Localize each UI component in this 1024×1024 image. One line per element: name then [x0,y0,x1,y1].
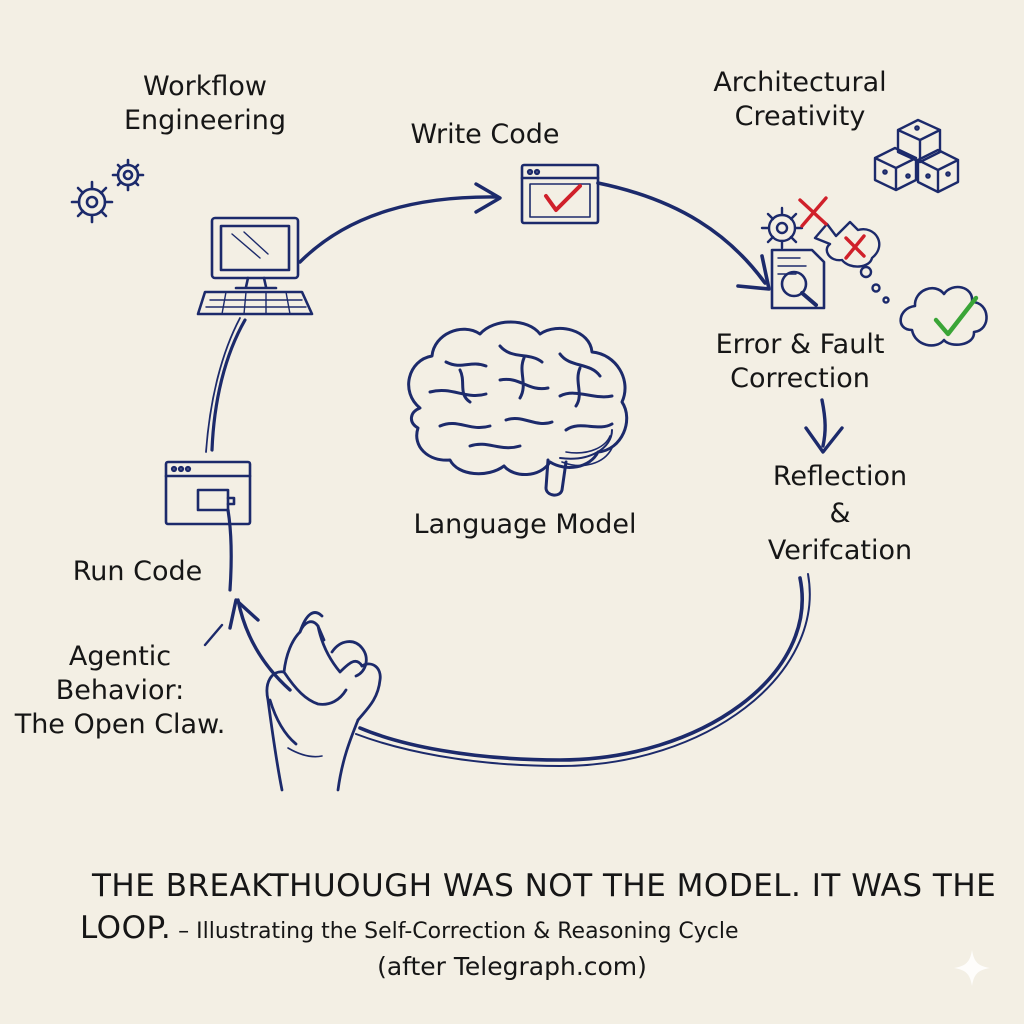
error-correction-label: Error & Fault Correction [680,328,920,396]
workflow-engineering-line-1: Workflow [143,71,267,102]
arrow-to-run-code [228,598,260,630]
brain-icon [407,320,629,497]
arrow-to-error [736,254,771,291]
document-search-icon [770,248,826,310]
caption-subtitle: – Illustrating the Self-Correction & Rea… [171,919,739,944]
language-model-label: Language Model [395,508,655,542]
caption-loop-text: LOOP. [80,910,172,946]
write-code-text: Write Code [410,119,560,150]
run-code-label: Run Code [55,555,220,589]
reflection-line-3: Verifcation [767,535,913,566]
reflection-line-1: Reflection [772,461,908,492]
architectural-creativity-line-1: Architectural [713,67,887,98]
reflection-label: Reflection & Verifcation [730,458,950,569]
sparkle-icon [954,950,990,986]
red-x-icon-1 [798,196,828,228]
agentic-behavior-line-3: The Open Claw. [14,709,226,740]
app-window-icon [164,460,252,526]
caption-line-2: LOOP. – Illustrating the Self-Correction… [80,910,739,946]
loop-arc-top [298,195,499,264]
loop-arc-bottom-right-2 [355,573,811,767]
loop-arc-bottom-right [358,576,804,762]
agentic-behavior-line-2: Behavior: [55,675,185,706]
gears-icon [70,158,145,224]
agentic-behavior-line-1: Agentic [68,641,172,672]
run-code-text: Run Code [72,556,203,587]
green-check-icon [933,295,979,337]
computer-icon [196,216,314,316]
workflow-engineering-line-2: Engineering [124,105,286,136]
workflow-engineering-label: Workflow Engineering [100,70,310,138]
arrow-to-reflection-head [804,426,844,454]
language-model-text: Language Model [413,509,637,540]
gear-error-icon [760,206,890,304]
blocks-icon [873,118,960,194]
loop-arc-bottom-left [236,598,292,692]
error-correction-line-2: Correction [730,363,870,394]
agentic-behavior-label: Agentic Behavior: The Open Claw. [10,640,230,742]
arrow-to-write-code [474,182,502,214]
loop-arc-left-lower [226,508,233,592]
red-x-icon-2 [844,234,866,260]
arrow-to-reflection [820,398,827,448]
loop-arc-top-right [596,181,767,285]
loop-arc-left-upper [210,318,247,452]
red-check-icon [544,184,582,212]
caption-line-1: THE BREAKTHUOUGH WAS NOT THE MODEL. IT W… [92,868,997,904]
agentic-pointer [203,623,224,647]
caption-line-3: (after Telegraph.com) [377,952,647,981]
reflection-line-2: & [829,498,851,529]
architectural-creativity-label: Architectural Creativity [680,66,920,134]
hand-icon [265,611,382,792]
write-code-label: Write Code [380,118,590,152]
error-correction-line-1: Error & Fault [715,329,885,360]
architectural-creativity-line-2: Creativity [734,101,866,132]
code-window-icon [520,163,600,225]
loop-arc-left-upper-2 [205,317,241,453]
